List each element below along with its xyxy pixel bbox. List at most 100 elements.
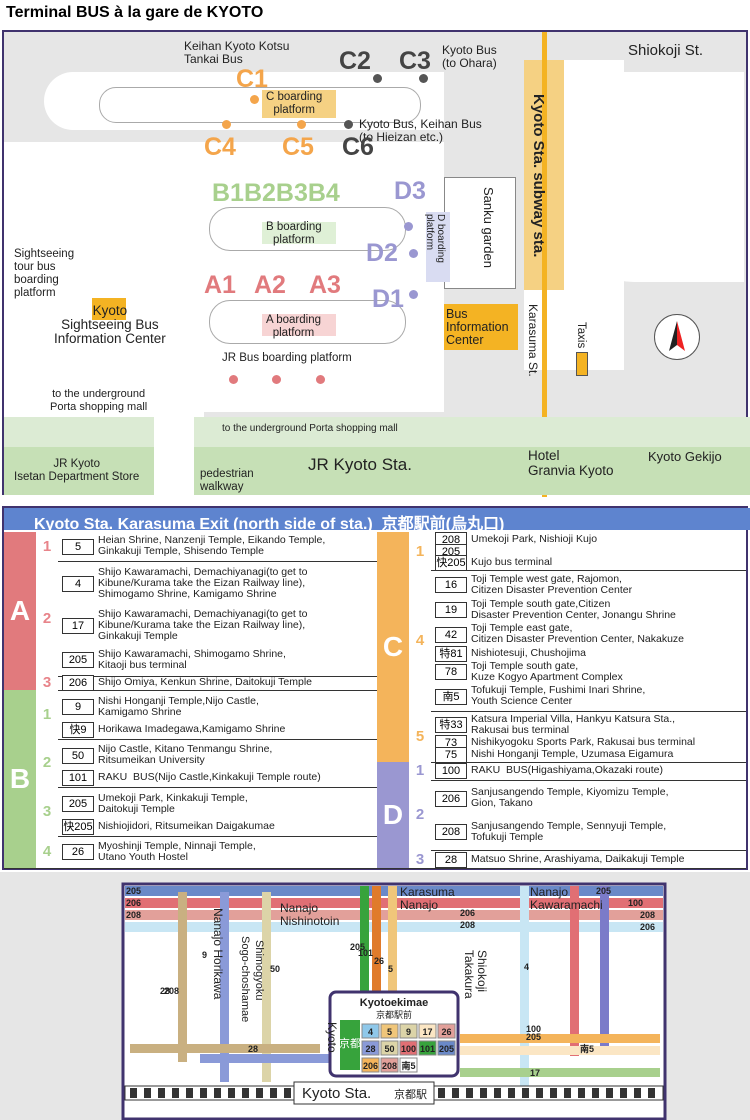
route-destination: RAKU BUS(Higashiyama,Okazaki route) xyxy=(471,764,663,777)
route-number: 南5 xyxy=(435,688,467,705)
route-destination: Kujo bus terminal xyxy=(471,556,553,569)
route-line xyxy=(388,886,397,1046)
d-platform-label: D boarding platform xyxy=(424,214,446,263)
route-chip-label: 南5 xyxy=(401,1060,415,1071)
stairs xyxy=(154,417,194,497)
c-platform-shape xyxy=(99,87,421,123)
route-line xyxy=(262,892,271,1082)
taxis-label: Taxis xyxy=(575,322,587,349)
route-line xyxy=(570,886,579,1056)
route-number-label: 206 xyxy=(460,908,475,918)
stop-dot xyxy=(404,222,413,231)
railway-tie xyxy=(452,1088,459,1098)
route-number-label: 101 xyxy=(358,948,373,958)
karasuma-st-label: Karasuma St. xyxy=(526,304,540,377)
kyoto-sta-label: Kyoto Sta. xyxy=(302,1085,371,1102)
route-destination: Nijo Castle, Kitano Tenmangu Shrine, Rit… xyxy=(98,743,273,767)
kyoto-badge xyxy=(340,1020,360,1070)
street-nanajo-horikawa: Nanajo Horikawa xyxy=(211,908,225,1000)
walkway-band xyxy=(4,417,750,447)
route-chip-label: 4 xyxy=(368,1027,373,1037)
stop-number: 5 xyxy=(409,710,431,762)
a-platform xyxy=(262,314,336,336)
stop-dot xyxy=(272,375,281,384)
stop-c4: C4 xyxy=(204,133,236,161)
route-number: 75 xyxy=(435,746,467,763)
route-number-label: 208 xyxy=(460,920,475,930)
route-number-label: 28 xyxy=(248,1044,258,1054)
route-chip-label: 17 xyxy=(422,1027,432,1037)
stop-dot xyxy=(409,290,418,299)
stop-b-row: B1B2B3B4 xyxy=(212,179,340,207)
street-nanajo-kawaramachi: Nanajo xyxy=(530,885,568,899)
subway-label: Kyoto Sta. subway sta. xyxy=(530,94,547,258)
route-chip xyxy=(418,1040,437,1056)
route-number-label: 4 xyxy=(524,962,529,972)
route-number: 特81 xyxy=(435,645,467,662)
route-destination: Umekoji Park, Nishioji Kujo xyxy=(471,533,598,546)
stop-number: 3 xyxy=(409,850,431,868)
stop-dot xyxy=(373,74,382,83)
stop-a1: A1 xyxy=(204,271,236,299)
route-line xyxy=(600,886,609,1046)
stop-d3: D3 xyxy=(394,177,426,205)
c-platform xyxy=(262,90,336,118)
stop-number: 3 xyxy=(36,674,58,691)
pedestrian-label: pedestrian walkway xyxy=(200,468,254,493)
jr-kyoto-sta-label: JR Kyoto Sta. xyxy=(308,455,412,474)
route-destination: Toji Temple west gate, Rajomon, Citizen … xyxy=(471,572,633,596)
railway-tie xyxy=(242,1088,249,1098)
route-number-label: 100 xyxy=(526,1024,541,1034)
route-number: 17 xyxy=(62,617,94,634)
route-chip-label: 205 xyxy=(439,1044,454,1054)
stop-d1: D1 xyxy=(372,285,404,313)
kyoto-badge-text: 京都 xyxy=(339,1036,361,1050)
stop-c5: C5 xyxy=(282,133,314,161)
stop-c6: C6 xyxy=(342,133,374,161)
route-number: 205 xyxy=(62,796,94,813)
route-destination: Heian Shrine, Nanzenji Temple, Eikando T… xyxy=(98,534,326,558)
route-line xyxy=(372,886,381,1046)
route-number: 特33 xyxy=(435,717,467,734)
group-c: C xyxy=(377,532,409,763)
route-number-label: 205 xyxy=(126,886,141,896)
route-destination: Shijo Omiya, Kenkun Shrine, Daitokuji Te… xyxy=(98,676,312,689)
route-destination: Shijo Kawaramachi, Demachiyanagi(to get … xyxy=(98,566,308,600)
stop-dot xyxy=(222,120,231,129)
railway-tie xyxy=(284,1088,291,1098)
railway-tie xyxy=(522,1088,529,1098)
route-line xyxy=(520,886,529,1086)
route-number: 100 xyxy=(435,763,467,780)
sightseeing-center-marker xyxy=(92,298,126,320)
route-number: 快205 xyxy=(62,818,94,835)
stop-number: 2 xyxy=(409,779,431,851)
railway-tie xyxy=(186,1088,193,1098)
railway-tie xyxy=(172,1088,179,1098)
street-sogo-chosha: Sogo-choshamae xyxy=(239,936,251,1022)
stop-number: 4 xyxy=(409,570,431,711)
route-number: 4 xyxy=(62,576,94,592)
route-chip xyxy=(437,1040,456,1056)
stop-dot xyxy=(409,249,418,258)
route-number-label: 17 xyxy=(530,1068,540,1078)
street-karasuma-nanajo: Nanajo xyxy=(400,898,438,912)
stop-number: 3 xyxy=(36,787,58,836)
c6-operator-label: Kyoto Bus, Keihan Bus (to Hieizan etc.) xyxy=(359,117,482,144)
route-line xyxy=(460,1068,660,1077)
route-destination: Nishiotesuji, Chushojima xyxy=(471,646,586,659)
route-chip xyxy=(380,1040,399,1056)
stop-number: 1 xyxy=(36,690,58,739)
route-number: 5 xyxy=(62,538,94,555)
route-number-label: 205 xyxy=(596,886,611,896)
railway-tie xyxy=(634,1088,641,1098)
sanku-label: Sanku garden xyxy=(481,187,496,268)
group-d: D xyxy=(377,762,409,869)
